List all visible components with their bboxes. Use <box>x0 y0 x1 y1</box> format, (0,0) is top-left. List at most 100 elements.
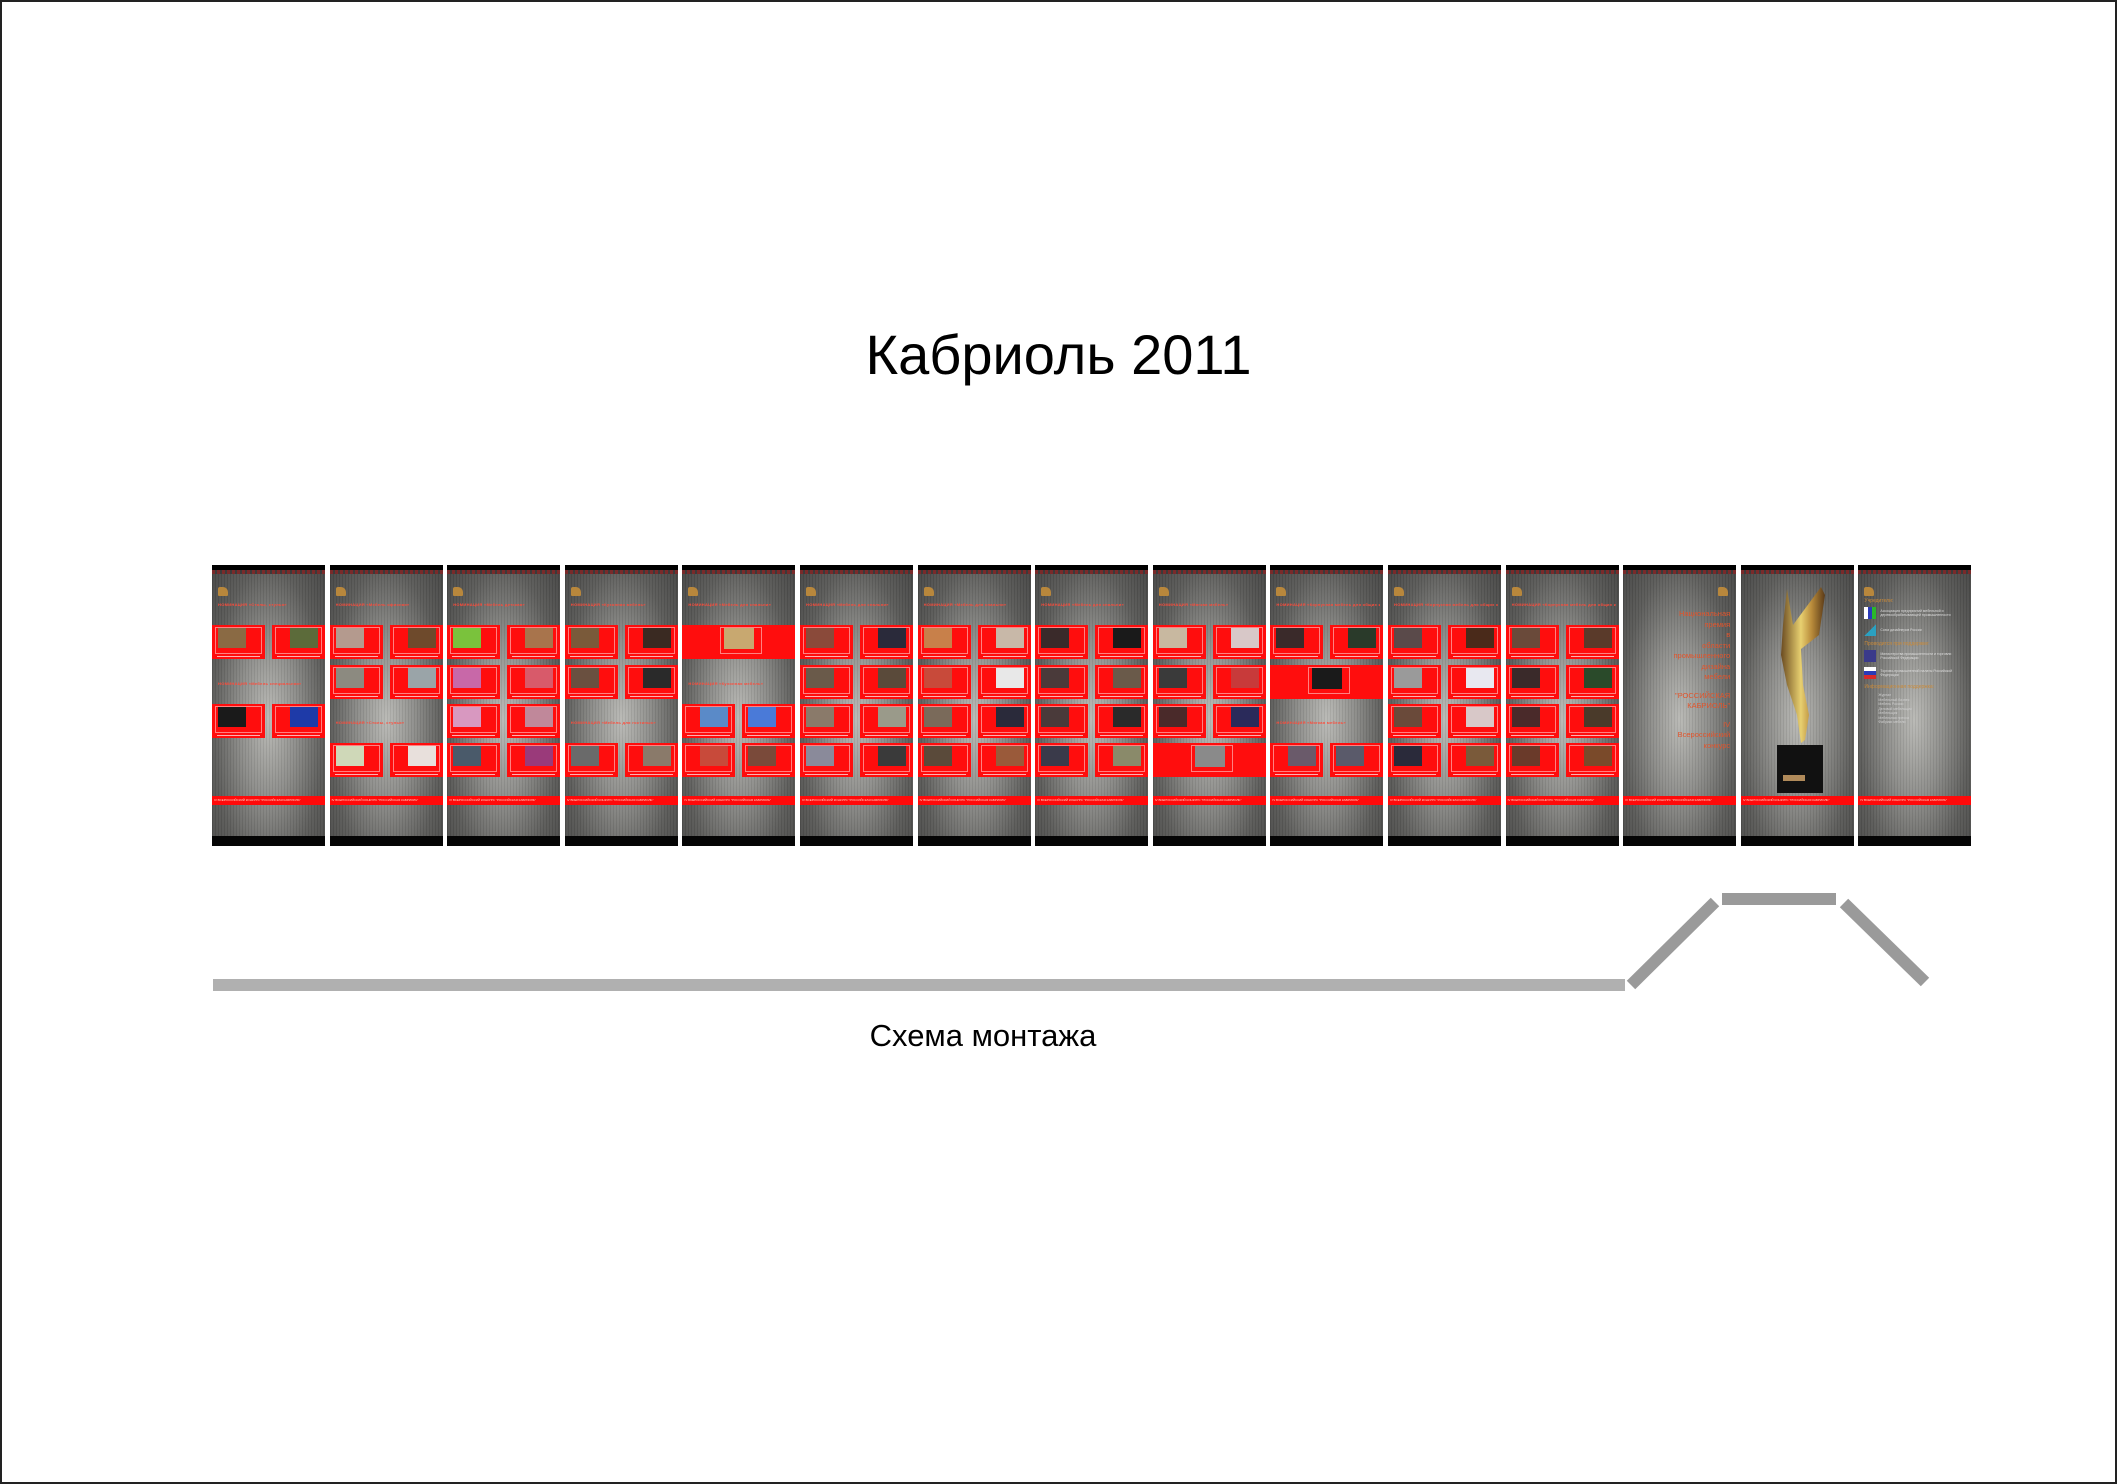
product-card[interactable] <box>1095 704 1149 738</box>
product-card[interactable] <box>447 665 501 699</box>
product-card[interactable] <box>1388 743 1441 777</box>
product-card[interactable] <box>1212 665 1266 699</box>
product-card[interactable] <box>1388 625 1441 659</box>
product-card[interactable] <box>860 665 913 699</box>
product-card[interactable] <box>389 665 443 699</box>
product-card[interactable] <box>624 743 678 777</box>
product-card[interactable] <box>507 665 561 699</box>
product-card[interactable] <box>389 625 443 659</box>
product-card[interactable] <box>1388 665 1441 699</box>
product-card[interactable] <box>564 665 618 699</box>
product-card[interactable] <box>1095 665 1149 699</box>
product-card[interactable] <box>1388 704 1441 738</box>
product-card[interactable] <box>1330 625 1384 659</box>
product-card[interactable] <box>329 743 383 777</box>
product-card[interactable] <box>212 704 265 738</box>
product-card[interactable] <box>977 625 1031 659</box>
product-caption <box>452 774 496 775</box>
sponsor-item: Министерства промышленности и торговли Р… <box>1864 650 1968 662</box>
product-card[interactable] <box>1035 743 1089 777</box>
product-card[interactable] <box>1565 704 1619 738</box>
card-frame <box>980 627 1028 654</box>
product-card[interactable] <box>507 743 561 777</box>
product-card[interactable] <box>329 665 383 699</box>
product-card-wide[interactable] <box>682 625 796 659</box>
product-card[interactable] <box>1565 625 1619 659</box>
product-card[interactable] <box>507 625 561 659</box>
product-card[interactable] <box>624 625 678 659</box>
product-card[interactable] <box>977 665 1031 699</box>
product-card[interactable] <box>389 743 443 777</box>
product-card[interactable] <box>1152 665 1206 699</box>
product-card[interactable] <box>447 743 501 777</box>
product-card[interactable] <box>800 665 853 699</box>
product-card[interactable] <box>800 743 853 777</box>
product-card[interactable] <box>917 704 971 738</box>
product-card-wide[interactable] <box>1152 743 1266 777</box>
product-caption <box>1393 735 1436 736</box>
product-card[interactable] <box>682 743 736 777</box>
contest-banner: IV ВСЕРОССИЙСКИЙ КОНКУРС "РОССИЙСКАЯ КАБ… <box>564 796 678 805</box>
photo-row <box>212 704 325 738</box>
product-card[interactable] <box>860 625 913 659</box>
product-card[interactable] <box>1212 704 1266 738</box>
product-card[interactable] <box>742 743 796 777</box>
product-caption <box>1335 656 1379 657</box>
product-card[interactable] <box>1448 704 1501 738</box>
product-card[interactable] <box>447 704 501 738</box>
product-card[interactable] <box>1448 625 1501 659</box>
product-card[interactable] <box>1035 665 1089 699</box>
product-card[interactable] <box>329 625 383 659</box>
product-card[interactable] <box>1565 665 1619 699</box>
product-card[interactable] <box>917 665 971 699</box>
product-card[interactable] <box>272 625 325 659</box>
product-card[interactable] <box>742 704 796 738</box>
product-card[interactable] <box>1448 665 1501 699</box>
product-card[interactable] <box>212 625 265 659</box>
product-card[interactable] <box>917 743 971 777</box>
product-card[interactable] <box>1505 625 1559 659</box>
product-photo <box>290 707 318 727</box>
product-card[interactable] <box>1035 625 1089 659</box>
product-card[interactable] <box>800 704 853 738</box>
product-photo <box>1348 628 1377 648</box>
product-card[interactable] <box>1448 743 1501 777</box>
product-card[interactable] <box>682 704 736 738</box>
product-card[interactable] <box>1095 625 1149 659</box>
product-photo <box>1511 746 1540 766</box>
product-card[interactable] <box>507 704 561 738</box>
product-card[interactable] <box>1152 704 1206 738</box>
product-card[interactable] <box>1565 743 1619 777</box>
product-card[interactable] <box>624 665 678 699</box>
product-card[interactable] <box>800 625 853 659</box>
product-card[interactable] <box>977 743 1031 777</box>
product-card-wide[interactable] <box>1270 665 1384 699</box>
product-caption <box>1393 656 1436 657</box>
award-text-line: в <box>1726 630 1731 639</box>
product-card[interactable] <box>564 743 618 777</box>
exhibit-panel: НОМИНАЦИЯ «Кухонная мебель»НОМИНАЦИЯ «Ме… <box>564 565 678 846</box>
product-card[interactable] <box>1270 625 1324 659</box>
product-card[interactable] <box>1330 743 1384 777</box>
product-card[interactable] <box>1095 743 1149 777</box>
product-card[interactable] <box>447 625 501 659</box>
product-card[interactable] <box>1505 704 1559 738</box>
panel-bottom-strip <box>1035 836 1149 846</box>
product-caption <box>452 735 496 736</box>
product-card[interactable] <box>1270 743 1324 777</box>
product-card[interactable] <box>860 704 913 738</box>
product-card[interactable] <box>1152 625 1206 659</box>
product-card[interactable] <box>1505 743 1559 777</box>
product-card[interactable] <box>977 704 1031 738</box>
product-card[interactable] <box>272 704 325 738</box>
product-card[interactable] <box>1505 665 1559 699</box>
card-frame <box>1215 706 1263 733</box>
product-card[interactable] <box>860 743 913 777</box>
product-card[interactable] <box>1035 704 1089 738</box>
product-card[interactable] <box>564 625 618 659</box>
product-card[interactable] <box>1212 625 1266 659</box>
card-frame <box>1508 667 1556 694</box>
card-frame <box>685 706 733 733</box>
card-frame <box>863 706 910 733</box>
product-card[interactable] <box>917 625 971 659</box>
